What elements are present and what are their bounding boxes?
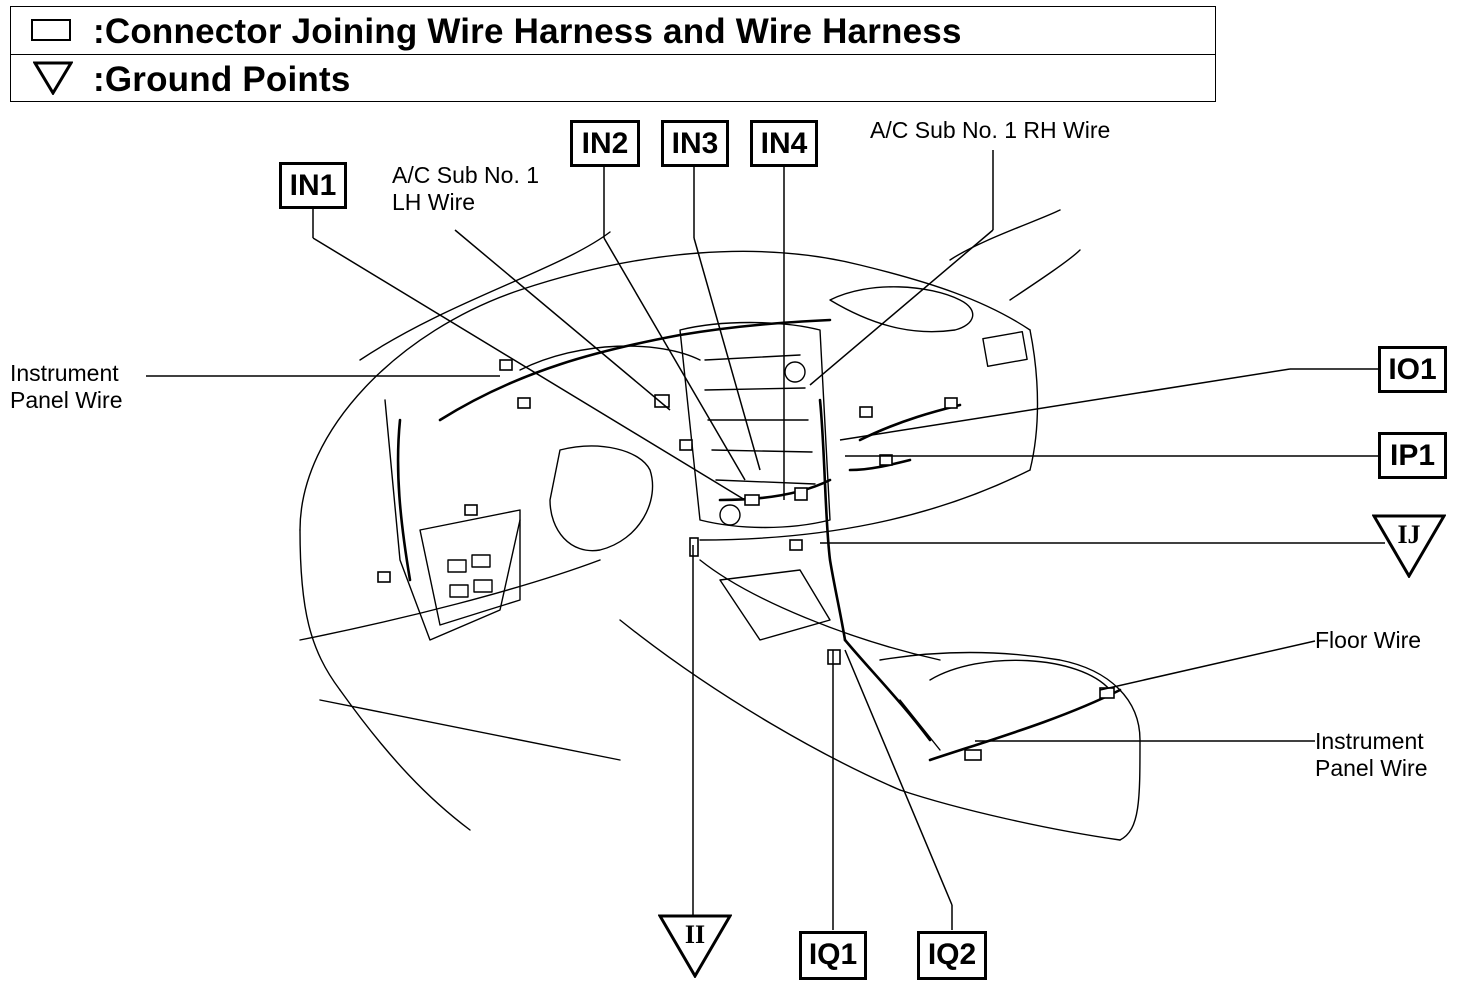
- ground-label-ij: IJ: [1397, 520, 1421, 549]
- wire-harness-bundles: [396, 318, 1122, 762]
- legend-connector-label: :Connector Joining Wire Harness and Wire…: [93, 12, 962, 51]
- ac-sub-lh-line2: LH Wire: [392, 189, 476, 215]
- ac-sub-rh-wire-label: A/C Sub No. 1 RH Wire: [870, 117, 1111, 143]
- ground-point-ii: II: [658, 914, 732, 978]
- harness-connectors: [377, 359, 1115, 761]
- instrument-panel-left-line2: Panel Wire: [10, 387, 123, 413]
- connector-in1: IN1: [279, 162, 347, 209]
- legend-ground-row: :Ground Points: [11, 55, 1215, 102]
- floor-wire-label: Floor Wire: [1315, 627, 1422, 653]
- ground-triangle-icon: [658, 914, 732, 978]
- connector-rectangle-icon: [31, 19, 71, 41]
- ground-label-ii: II: [684, 920, 706, 949]
- ground-point-ij: IJ: [1372, 514, 1446, 578]
- connector-in2: IN2: [570, 120, 640, 167]
- ac-sub-lh-line1: A/C Sub No. 1: [392, 162, 540, 188]
- ac-sub-lh-wire-label: A/C Sub No. 1 LH Wire: [392, 162, 539, 216]
- leader-lines: [146, 150, 1385, 930]
- instrument-panel-left-line1: Instrument: [10, 360, 119, 386]
- legend-connector-row: :Connector Joining Wire Harness and Wire…: [11, 7, 1215, 55]
- connector-iq2: IQ2: [917, 931, 987, 980]
- instrument-panel-wire-right-label: Instrument Panel Wire: [1315, 728, 1427, 782]
- connector-ip1: IP1: [1378, 432, 1447, 479]
- instrument-panel-wire-left-label: Instrument Panel Wire: [10, 360, 122, 414]
- instrument-panel-right-line2: Panel Wire: [1315, 755, 1428, 781]
- ground-triangle-icon: [1372, 514, 1446, 578]
- connector-in4: IN4: [750, 120, 818, 167]
- legend: :Connector Joining Wire Harness and Wire…: [10, 6, 1216, 102]
- ground-triangle-icon: [32, 61, 74, 100]
- dashboard-outline: [299, 209, 1141, 841]
- legend-ground-label: :Ground Points: [93, 60, 351, 99]
- connector-iq1: IQ1: [799, 931, 867, 980]
- instrument-panel-right-line1: Instrument: [1315, 728, 1424, 754]
- connector-io1: IO1: [1378, 346, 1447, 393]
- connector-in3: IN3: [661, 120, 729, 167]
